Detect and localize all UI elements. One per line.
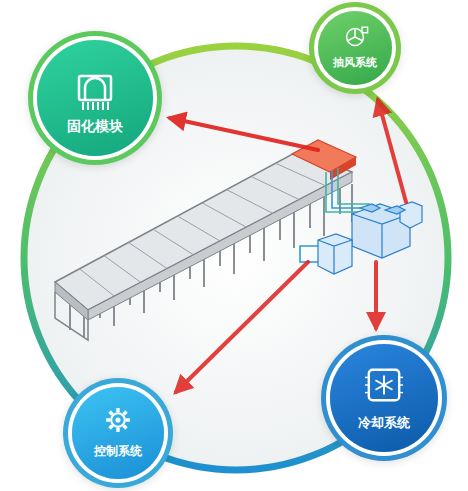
system-icon (341, 23, 369, 51)
system-label: 抽风系统 (318, 55, 392, 70)
panel-line (80, 269, 115, 296)
panel-line (153, 229, 194, 255)
system-label: 冷却系统 (330, 414, 438, 432)
system-icon (75, 70, 115, 110)
panel-line (104, 256, 141, 283)
conveyor-body (55, 150, 352, 310)
conveyor-side (88, 172, 352, 320)
system-label: 固化模块 (37, 118, 153, 136)
system-circle: 控制系统 (72, 387, 164, 479)
system-icon (365, 366, 403, 404)
system-icon (101, 403, 135, 437)
system-label: 控制系统 (72, 443, 164, 460)
system-circle: 抽风系统 (318, 11, 392, 85)
system-circle: 冷却系统 (330, 344, 438, 452)
curing-side (330, 157, 356, 180)
conveyor-panels (80, 163, 326, 296)
panel-line (202, 203, 246, 227)
equipment (318, 202, 422, 274)
panel-line (227, 190, 273, 214)
system-circle: 固化模块 (37, 40, 153, 156)
conveyor-end (55, 282, 88, 320)
entry-frame (55, 292, 88, 340)
panel-line (178, 216, 221, 241)
panel-line (251, 176, 299, 199)
panel-line (129, 242, 168, 268)
